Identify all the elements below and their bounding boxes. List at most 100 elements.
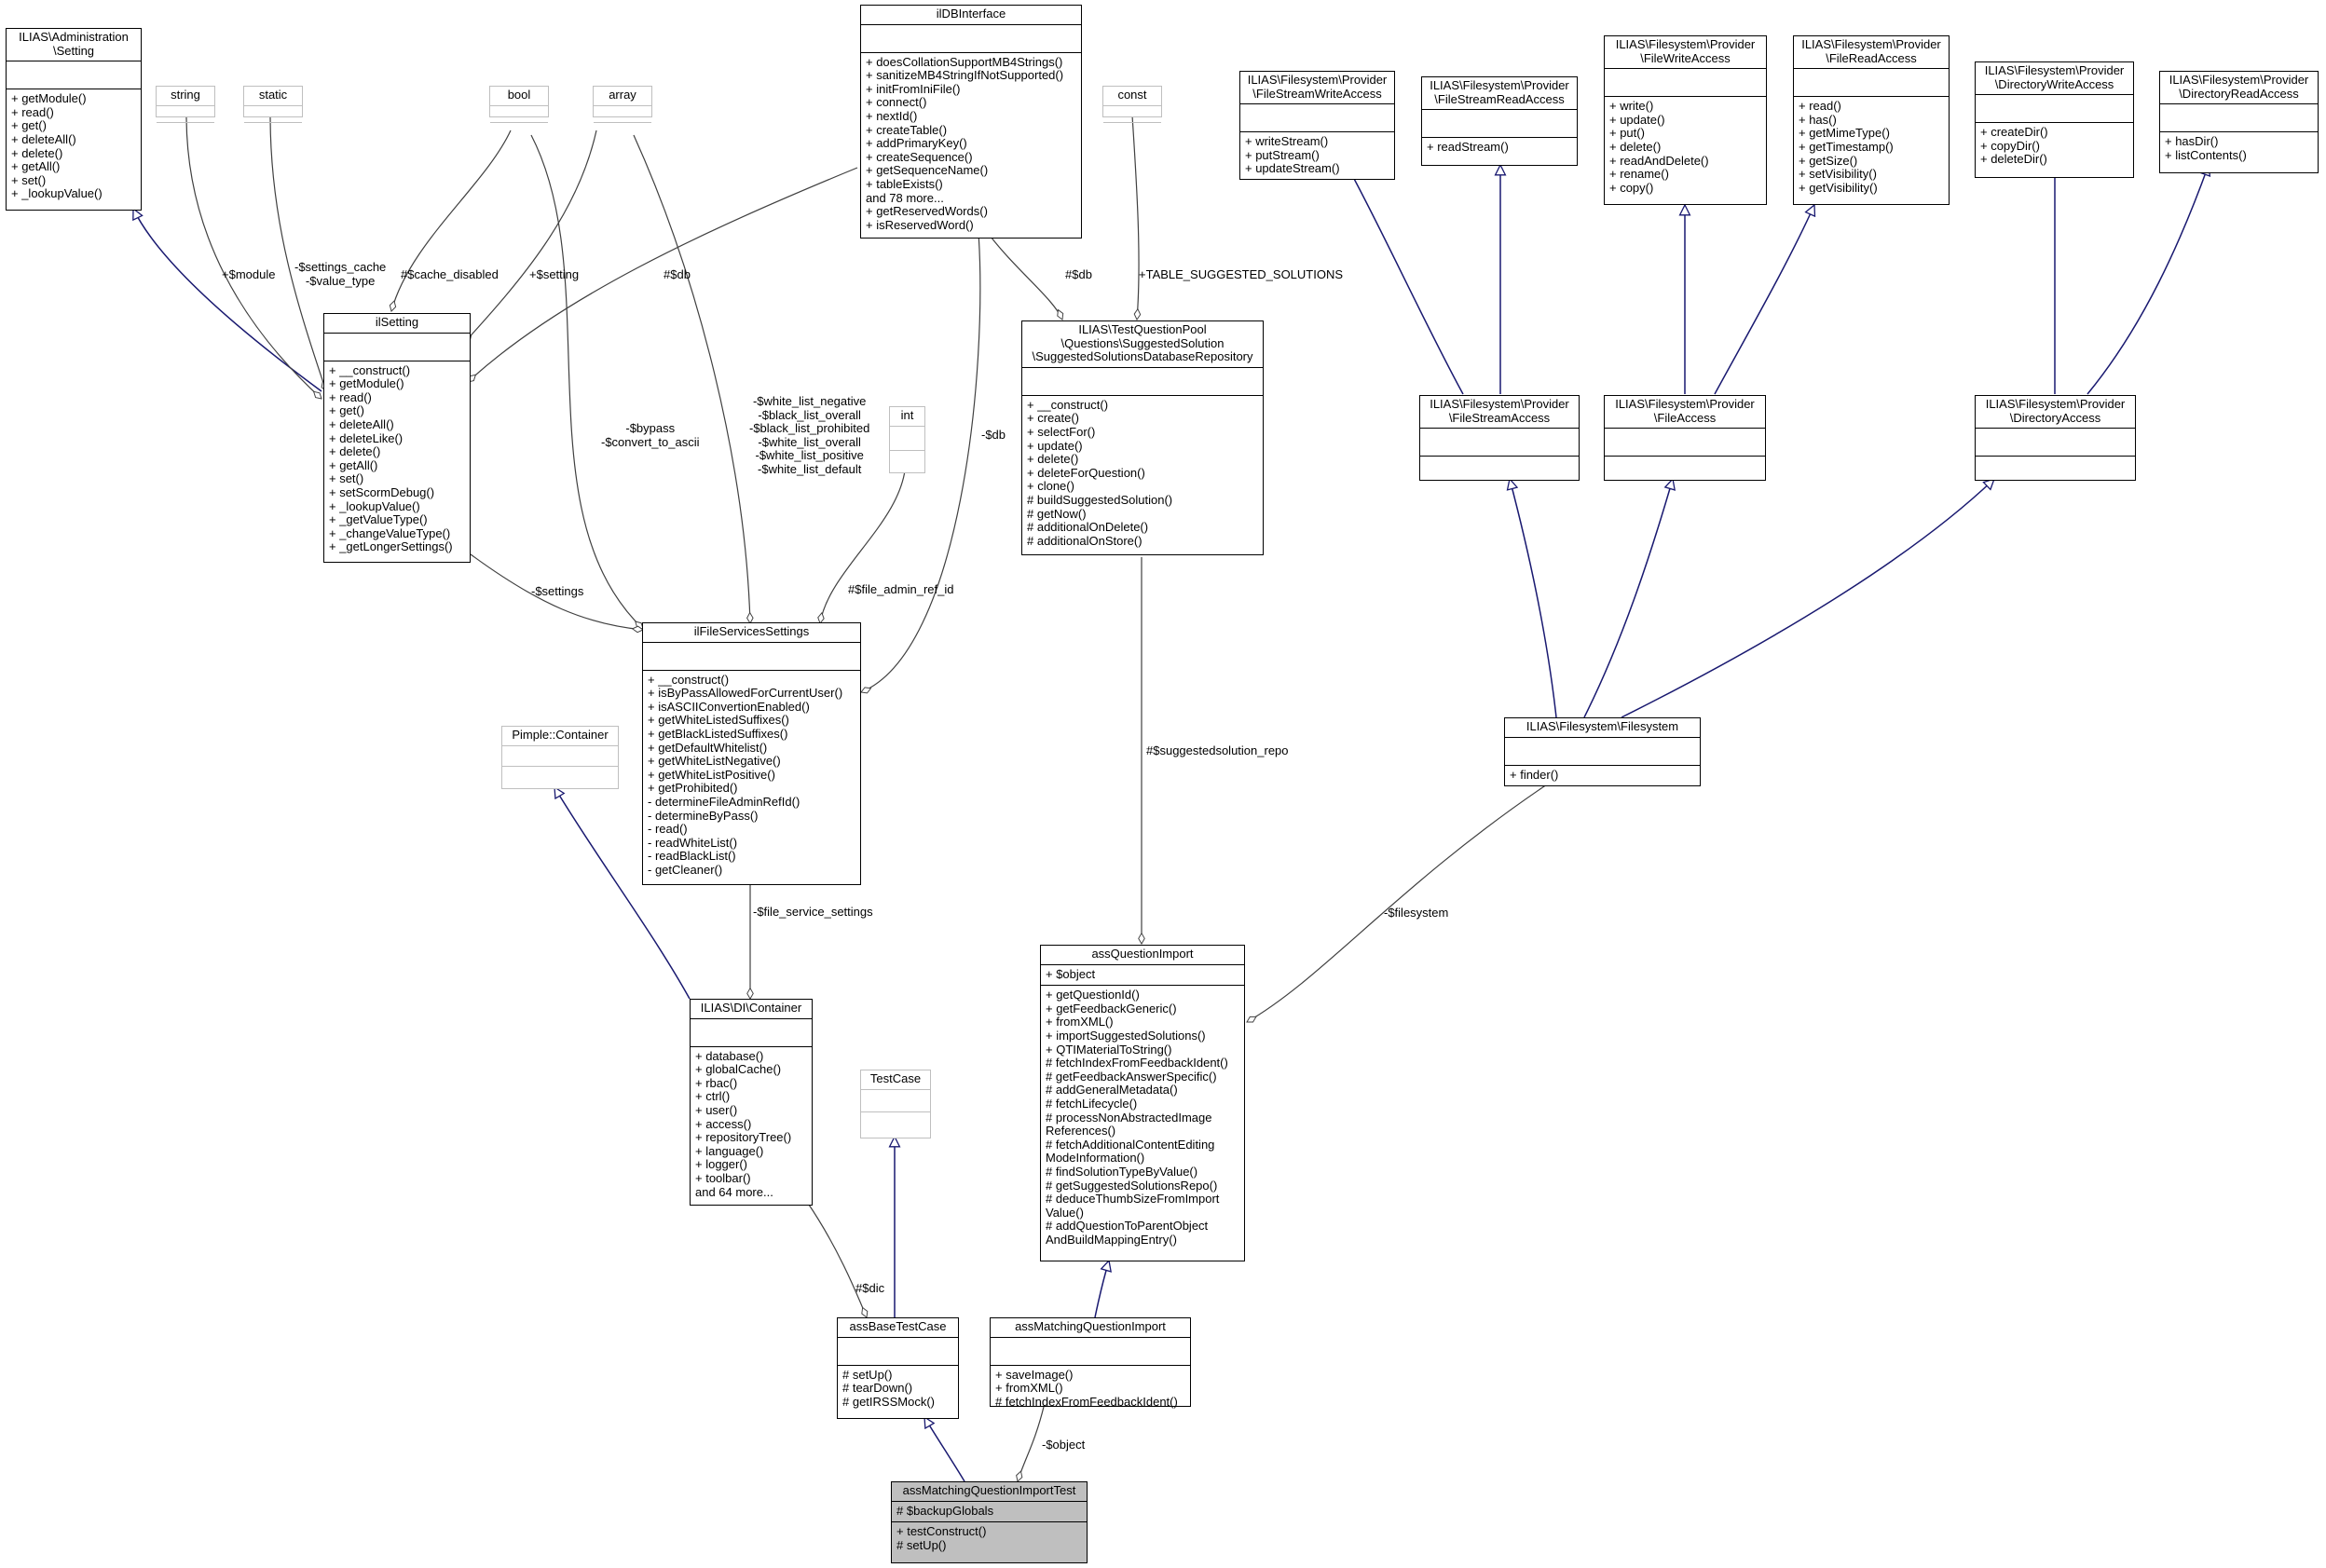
method-row: + update() [1609, 112, 1665, 127]
methods-section: + saveImage()+ fromXML()# fetchIndexFrom… [991, 1366, 1190, 1413]
type-array[interactable]: array [593, 86, 652, 123]
edge-label-filesystem: -$filesystem [1384, 906, 1449, 920]
class-name: TestCase [861, 1070, 930, 1090]
class-name: ILIAS\Filesystem\Provider \DirectoryRead… [2160, 72, 2318, 105]
class-suggestedsolutionsdatabaserepository[interactable]: ILIAS\TestQuestionPool \Questions\Sugges… [1021, 320, 1264, 555]
method-row: # getFeedbackAnswerSpecific() [1046, 1069, 1217, 1084]
class-name: ilSetting [324, 314, 470, 334]
edge-label-settings-cache: -$settings_cache -$value_type [294, 260, 387, 288]
method-row: + _lookupValue() [329, 498, 420, 513]
method-row: + toolbar() [695, 1170, 751, 1185]
method-row: + getModule() [11, 91, 87, 106]
attributes-section [1420, 429, 1579, 457]
edge-test-inherits-basetestcase [924, 1417, 965, 1482]
method-row: + connect() [866, 95, 927, 110]
class-name: ILIAS\Filesystem\Provider \FileStreamWri… [1240, 72, 1394, 105]
edge-settings-fileservices [470, 553, 643, 630]
edge-fileaccess-inherits-fileread [1714, 205, 1814, 395]
methods-section: + getModule()+ read()+ get()+ deleteAll(… [7, 89, 141, 205]
method-row: # setUp() [896, 1537, 947, 1552]
edge-label-db-ilsetting: #$db [664, 267, 691, 281]
attributes-section [1022, 368, 1263, 396]
class-assmatchingquestionimport[interactable]: assMatchingQuestionImport + saveImage()+… [990, 1317, 1191, 1408]
methods-section: + createDir()+ copyDir()+ deleteDir() [1976, 123, 2133, 170]
method-row: + _lookupValue() [11, 186, 103, 201]
method-row: + putStream() [1245, 147, 1320, 162]
edge-filesystem-inherits-fileaccess [1583, 479, 1673, 718]
attributes-section [1103, 106, 1161, 123]
method-row: - getCleaner() [648, 862, 723, 877]
method-row: + listContents() [2165, 147, 2247, 162]
class-filereadaccess[interactable]: ILIAS\Filesystem\Provider \FileReadAcces… [1793, 35, 1950, 205]
edge-dicontainer-dic [806, 1201, 867, 1317]
class-testcase[interactable]: TestCase [860, 1070, 931, 1139]
class-assquestionimport[interactable]: assQuestionImport + $object + getQuestio… [1040, 945, 1245, 1261]
method-row: + getMimeType() [1799, 126, 1890, 141]
method-row: + write() [1609, 99, 1654, 114]
edge-label-db-fileservices: -$db [981, 428, 1006, 442]
class-filewriteaccess[interactable]: ILIAS\Filesystem\Provider \FileWriteAcce… [1604, 35, 1767, 205]
class-ilfileservicessettings[interactable]: ilFileServicesSettings + __construct()+ … [642, 622, 861, 885]
methods-section: + database()+ globalCache()+ rbac()+ ctr… [691, 1047, 812, 1204]
method-row: + user() [695, 1102, 738, 1117]
method-row: + put() [1609, 126, 1645, 141]
class-name: int [890, 407, 924, 427]
method-row: and 78 more... [866, 190, 944, 205]
attributes-section [1240, 104, 1394, 133]
class-ildbinterface[interactable]: ilDBInterface + doesCollationSupportMB4S… [860, 5, 1082, 239]
methods-section: + testConstruct()# setUp() [892, 1522, 1087, 1556]
type-bool[interactable]: bool [489, 86, 549, 123]
method-row: + repositoryTree() [695, 1130, 792, 1145]
method-row: - determineByPass() [648, 808, 759, 823]
class-ilsetting[interactable]: ilSetting + __construct()+ getModule()+ … [323, 313, 471, 563]
type-int[interactable]: int [889, 406, 925, 473]
class-filestreamwriteaccess[interactable]: ILIAS\Filesystem\Provider \FileStreamWri… [1239, 71, 1395, 180]
method-row: + isASCIIConvertionEnabled() [648, 699, 810, 714]
edge-label-settings: -$settings [531, 584, 584, 598]
type-static[interactable]: static [243, 86, 303, 123]
class-directoryreadaccess[interactable]: ILIAS\Filesystem\Provider \DirectoryRead… [2159, 71, 2319, 173]
edge-matchingimport-object [1018, 1406, 1045, 1481]
attributes-section [991, 1338, 1190, 1366]
class-directorywriteaccess[interactable]: ILIAS\Filesystem\Provider \DirectoryWrit… [1975, 61, 2134, 178]
method-row: + getSize() [1799, 153, 1858, 168]
attribute-row: # $backupGlobals [896, 1503, 994, 1518]
type-const[interactable]: const [1102, 86, 1162, 123]
class-name: ILIAS\Filesystem\Provider \FileStreamAcc… [1420, 396, 1579, 429]
method-row: # fetchLifecycle() [1046, 1096, 1138, 1111]
class-di-container[interactable]: ILIAS\DI\Container + database()+ globalC… [690, 999, 813, 1206]
methods-section [861, 1112, 930, 1134]
edge-ilsetting-inherits-admin-setting [133, 209, 322, 392]
type-string[interactable]: string [156, 86, 215, 123]
edge-streamaccess-inherits-streamwrite [1347, 165, 1464, 395]
class-name: ILIAS\Filesystem\Provider \FileReadAcces… [1794, 36, 1949, 70]
attributes-section [1605, 69, 1766, 98]
edge-array-setting [464, 130, 597, 343]
edge-filesystem-inherits-streamaccess [1510, 479, 1557, 718]
class-ilias-administration-setting[interactable]: ILIAS\Administration \Setting + getModul… [6, 28, 142, 211]
class-pimple-container[interactable]: Pimple::Container [501, 726, 619, 789]
method-row: + addPrimaryKey() [866, 136, 967, 151]
method-row: + updateStream() [1245, 161, 1340, 176]
class-filestreamaccess[interactable]: ILIAS\Filesystem\Provider \FileStreamAcc… [1419, 395, 1580, 481]
method-row: + _getLongerSettings() [329, 539, 453, 554]
class-filesystem[interactable]: ILIAS\Filesystem\Filesystem + finder() [1504, 717, 1701, 786]
class-directoryaccess[interactable]: ILIAS\Filesystem\Provider \DirectoryAcce… [1975, 395, 2136, 481]
method-row: + read() [11, 104, 54, 119]
edge-label-table-suggested: +TABLE_SUGGESTED_SOLUTIONS [1139, 267, 1344, 281]
class-assbasetestcase[interactable]: assBaseTestCase # setUp()# tearDown()# g… [837, 1317, 959, 1419]
method-row: + readAndDelete() [1609, 153, 1709, 168]
method-row: + deleteLike() [329, 430, 404, 445]
class-filestreamreadaccess[interactable]: ILIAS\Filesystem\Provider \FileStreamRea… [1421, 76, 1578, 166]
method-row: + update() [1027, 438, 1083, 453]
method-row: # getSuggestedSolutionsRepo() [1046, 1178, 1218, 1193]
class-assmatchingquestionimporttest[interactable]: assMatchingQuestionImportTest # $backupG… [891, 1481, 1088, 1563]
attributes-section [838, 1338, 958, 1366]
method-row: + _changeValueType() [329, 525, 451, 540]
class-fileaccess[interactable]: ILIAS\Filesystem\Provider \FileAccess [1604, 395, 1766, 481]
method-row: + set() [11, 172, 47, 187]
edge-bool-bypass [530, 134, 643, 629]
edge-label-bypass: -$bypass -$convert_to_ascii [601, 421, 700, 449]
method-row: # deduceThumbSizeFromImport [1046, 1192, 1220, 1207]
method-row: + getWhiteListedSuffixes() [648, 713, 789, 728]
